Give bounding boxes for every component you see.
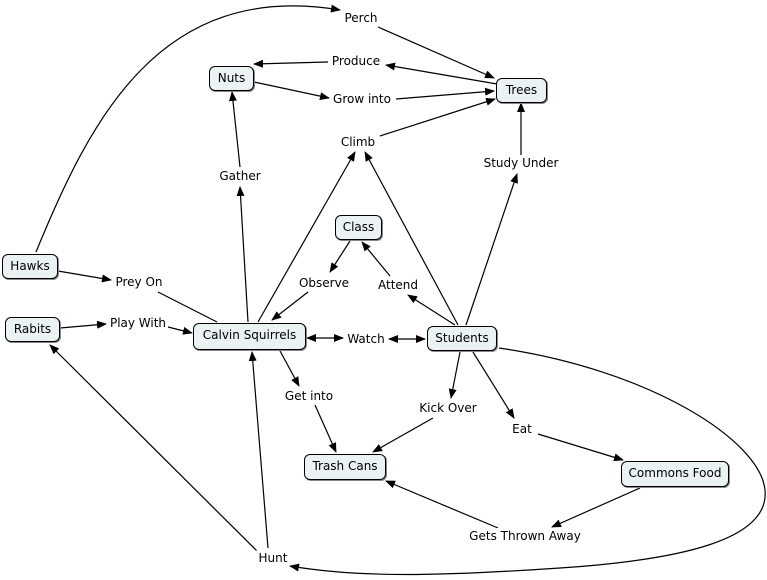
concept-nuts[interactable]: Nuts [209,66,254,91]
edge-climb-trees [379,97,496,137]
link-attend: Attend [375,277,421,293]
edge-kickover-trashcans [372,417,434,453]
edge-students-kickover [448,351,461,399]
link-gather: Gather [217,168,263,184]
link-climb: Climb [338,134,378,150]
concept-commons-food[interactable]: Commons Food [621,461,729,487]
edge-observe-calvin [271,291,309,321]
edge-gather-nuts [228,91,241,168]
concept-rabits[interactable]: Rabits [5,317,60,342]
edge-students-studyunder [465,173,518,326]
link-perch: Perch [342,10,380,26]
edge-hunt-rabits [49,344,259,553]
edge-getinto-trashcans [314,404,337,453]
edge-hunt-calvin [248,351,269,549]
concept-trees[interactable]: Trees [496,78,547,103]
edge-eat-commonsfood [537,433,624,462]
concept-trash-cans[interactable]: Trash Cans [304,454,386,480]
link-produce: Produce [329,53,383,69]
edge-class-observe [329,240,351,273]
edge-trees-produce [385,62,498,85]
link-watch: Watch [345,331,387,347]
concept-class[interactable]: Class [335,215,382,240]
edge-attend-class [361,241,391,277]
link-observe: Observe [296,275,352,291]
edge-calvin-gather [236,186,249,323]
edge-preyon-calvin [157,291,218,323]
concept-students[interactable]: Students [427,326,497,351]
edge-produce-nuts [253,59,329,68]
edge-rabits-playwith [59,320,107,329]
link-kick-over: Kick Over [417,400,479,416]
link-play-with: Play With [107,315,169,331]
edge-students-hunt [289,347,766,576]
edge-students-eat [472,351,515,419]
edge-calvin-climb [257,151,356,323]
edge-nuts-growinto [253,81,330,101]
link-gets-thrown-away: Gets Thrown Away [467,528,583,544]
edge-growinto-trees [395,87,495,100]
link-hunt: Hunt [256,550,290,566]
edge-hawks-perch [35,4,341,253]
edge-playwith-calvin [167,326,193,335]
link-study-under: Study Under [481,155,561,171]
link-get-into: Get into [282,388,336,404]
edge-hawks-preyon [57,270,112,283]
edge-students-climb [364,151,459,326]
edge-thrown-trashcans [385,480,499,529]
concept-calvin-squirrels[interactable]: Calvin Squirrels [193,323,306,350]
link-eat: Eat [510,421,534,437]
link-grow-into: Grow into [331,91,393,107]
edge-students-attend [407,294,456,326]
edge-calvin-getinto [278,348,300,387]
link-prey-on: Prey On [113,274,165,290]
edge-commonsfood-thrown [551,487,641,528]
edge-perch-trees [377,26,495,79]
concept-hawks[interactable]: Hawks [2,254,58,279]
